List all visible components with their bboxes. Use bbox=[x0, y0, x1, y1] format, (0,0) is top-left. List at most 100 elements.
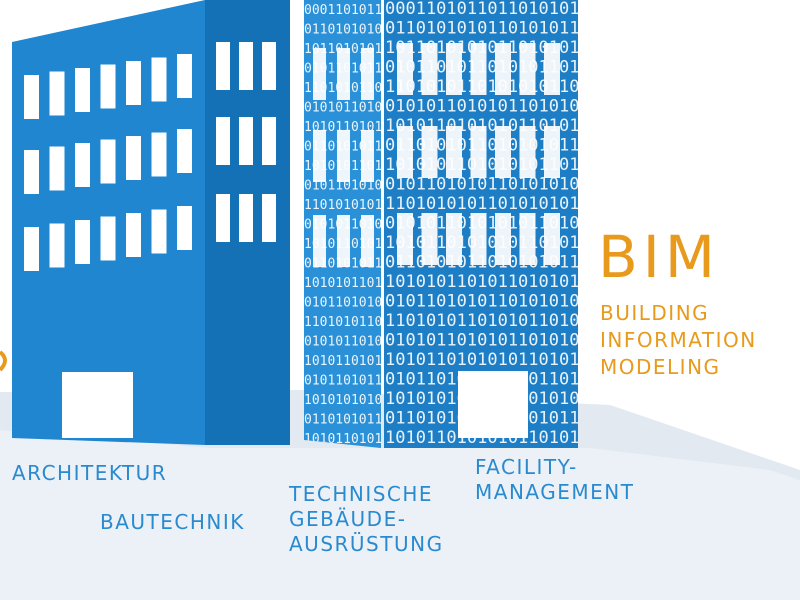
window bbox=[24, 227, 39, 271]
window bbox=[361, 48, 374, 100]
window bbox=[126, 61, 141, 105]
digital-building: 0001101011011010101000110101101101010101… bbox=[304, 0, 774, 448]
window bbox=[313, 48, 326, 100]
window bbox=[262, 42, 276, 90]
window bbox=[313, 130, 326, 182]
window bbox=[361, 215, 374, 267]
window bbox=[361, 130, 374, 182]
binary-row: 01010110101011010100101011010101101010 bbox=[385, 97, 774, 117]
window bbox=[49, 223, 65, 268]
label-bautechnik: BAUTECHNIK bbox=[100, 510, 245, 535]
window bbox=[75, 220, 90, 264]
window bbox=[519, 213, 536, 265]
window bbox=[470, 213, 487, 265]
binary-row: 01010110101011010100101011010101101010 bbox=[304, 335, 601, 350]
window bbox=[313, 215, 326, 267]
binary-row: 01011010101101010100101101010110101010 bbox=[304, 296, 601, 311]
window bbox=[470, 43, 487, 95]
window bbox=[100, 139, 116, 184]
classic-building-door bbox=[62, 372, 133, 438]
window bbox=[421, 213, 438, 265]
window bbox=[397, 126, 413, 178]
window bbox=[216, 117, 230, 165]
binary-row: 01011010101101010100101101010110101010 bbox=[385, 292, 774, 312]
binary-row: 10101101010101101011010110101010110101 bbox=[385, 116, 774, 136]
label-tga-line2: GEBÄUDE- bbox=[289, 507, 407, 531]
window bbox=[337, 130, 350, 182]
window bbox=[397, 43, 413, 95]
window bbox=[100, 216, 116, 261]
window bbox=[75, 68, 90, 112]
binary-row: 10101011010101011011010101101010101101 bbox=[385, 155, 774, 175]
window bbox=[151, 132, 167, 177]
window bbox=[239, 194, 253, 242]
binary-row: 10101011010110101011010101101011010101 bbox=[385, 272, 774, 292]
window bbox=[24, 150, 39, 194]
window bbox=[177, 206, 192, 250]
binary-row: 10101011010110101011010101101011010101 bbox=[304, 276, 601, 291]
window bbox=[544, 213, 560, 265]
label-architektur-text: ARCHITEKTUR bbox=[12, 461, 168, 485]
window bbox=[470, 126, 487, 178]
window bbox=[49, 146, 65, 191]
window bbox=[24, 75, 39, 119]
binary-row: 11010101011010101011101010101101010101 bbox=[385, 194, 774, 214]
classic-building-front-windows bbox=[216, 42, 276, 242]
bim-subtitle-line1: BUILDING bbox=[600, 301, 710, 325]
window bbox=[495, 126, 511, 178]
binary-row: 11010101101010110101101010110101011010 bbox=[385, 311, 774, 331]
window bbox=[239, 117, 253, 165]
binary-row: 01010110101011010100101011010101101010 bbox=[304, 101, 601, 116]
binary-row: 01011010110101011010101101011010101101 bbox=[304, 374, 601, 389]
ground-shadow bbox=[0, 430, 800, 600]
bim-subtitle: BUILDING INFORMATION MODELING bbox=[600, 300, 757, 381]
digital-building-door bbox=[458, 371, 528, 438]
window bbox=[151, 209, 167, 254]
window bbox=[177, 54, 192, 98]
window bbox=[49, 71, 65, 116]
window bbox=[495, 213, 511, 265]
binary-row: 11010101101010101101101010110101010110 bbox=[385, 77, 774, 97]
binary-row: 10110101010110101011011010101011010101 bbox=[385, 38, 774, 58]
label-fm-line2: MANAGEMENT bbox=[475, 480, 635, 504]
digital-building-windows bbox=[397, 43, 560, 265]
binary-row: 01011010101101010100101101010110101010 bbox=[385, 175, 774, 195]
orange-accent-mark bbox=[0, 350, 7, 372]
binary-row: 01010110101011010100101011010101101010 bbox=[385, 331, 774, 351]
bim-subtitle-line2: INFORMATION bbox=[600, 328, 757, 352]
binary-row: 10101101010101101011010110101010110101 bbox=[304, 354, 601, 369]
label-fm-line1: FACILITY- bbox=[475, 455, 578, 479]
binary-row: 01011010110101011010101101011010101101 bbox=[385, 58, 774, 78]
window bbox=[100, 64, 116, 109]
window bbox=[337, 215, 350, 267]
window bbox=[446, 126, 462, 178]
label-tga-line1: TECHNISCHE bbox=[289, 482, 434, 506]
binary-row: 01101010110101010110110101011010101011 bbox=[385, 136, 774, 156]
window bbox=[239, 42, 253, 90]
window bbox=[544, 126, 560, 178]
window bbox=[216, 42, 230, 90]
binary-row: 11010101011010101011101010101101010101 bbox=[304, 198, 601, 213]
window bbox=[397, 213, 413, 265]
bim-subtitle-line3: MODELING bbox=[600, 355, 721, 379]
window bbox=[544, 43, 560, 95]
binary-row: 10101010101101010101010101010110101010 bbox=[304, 393, 601, 408]
binary-row: 10101101010101101011010110101010110101 bbox=[385, 350, 774, 370]
window bbox=[495, 43, 511, 95]
classic-building bbox=[12, 0, 290, 445]
binary-row: 01101010101101010110110101010110101011 bbox=[385, 19, 774, 39]
label-bautechnik-text: BAUTECHNIK bbox=[100, 510, 245, 534]
binary-row: 01101010101101010110110101010110101011 bbox=[304, 23, 601, 38]
window bbox=[446, 213, 462, 265]
binary-row: 01101010110101010110110101011010101011 bbox=[304, 413, 601, 428]
window bbox=[216, 194, 230, 242]
digital-building-side-windows bbox=[313, 48, 374, 267]
window bbox=[421, 43, 438, 95]
label-facility-management: FACILITY- MANAGEMENT bbox=[475, 455, 634, 505]
window bbox=[126, 213, 141, 257]
window bbox=[177, 129, 192, 173]
window bbox=[446, 43, 462, 95]
window bbox=[262, 194, 276, 242]
window bbox=[151, 57, 167, 102]
